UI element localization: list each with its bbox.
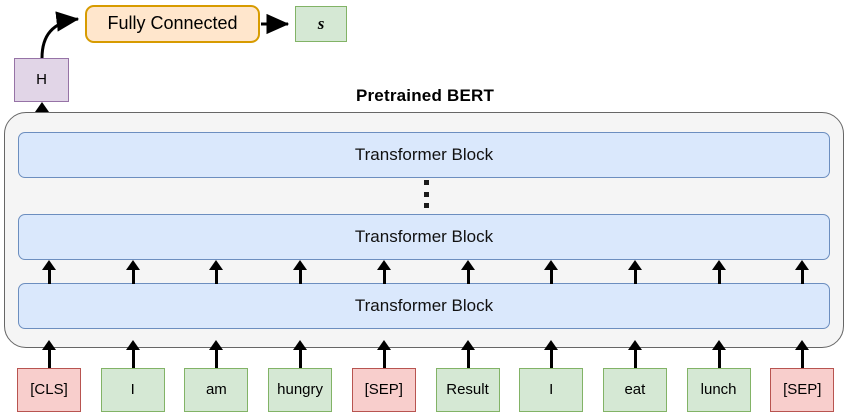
token-box[interactable]: eat [602,368,667,412]
token-box[interactable]: I [519,368,584,412]
token-box[interactable]: Result [435,368,500,412]
up-arrow-icon [125,260,140,284]
up-arrow-icon [460,260,475,284]
token-box[interactable]: [CLS] [17,368,81,412]
vertical-ellipsis-icon [421,180,431,208]
token-box[interactable]: I [100,368,165,412]
page-title: Pretrained BERT [355,86,495,105]
up-arrow-icon [627,340,642,369]
transformer-block-bottom[interactable]: Transformer Block [18,283,830,329]
up-arrow-icon [42,340,56,369]
up-arrow-icon [795,260,810,284]
up-arrow-icon [627,260,642,284]
transformer-block-top[interactable]: Transformer Block [18,132,830,178]
token-box[interactable]: am [184,368,249,412]
up-arrow-icon [42,260,56,284]
up-arrow-icon [460,340,475,369]
token-box[interactable]: hungry [268,368,333,412]
score-output-node[interactable]: s [295,6,347,42]
up-arrow-icon [209,260,224,284]
up-arrow-icon [376,260,391,284]
up-arrow-icon [376,340,391,369]
up-arrow-icon [544,260,559,284]
arrow-h-to-fully-connected [40,11,80,59]
up-arrow-icon [293,340,308,369]
up-arrow-icon [293,260,308,284]
fully-connected-node[interactable]: Fully Connected [85,5,260,43]
up-arrow-icon [125,340,140,369]
up-arrow-icon [711,260,726,284]
up-arrow-icon [795,340,810,369]
up-arrow-icon [544,340,559,369]
transformer-block-middle[interactable]: Transformer Block [18,214,830,260]
token-box[interactable]: [SEP] [351,368,416,412]
up-arrow-icon [711,340,726,369]
hidden-state-node[interactable]: H [14,58,69,102]
token-box[interactable]: lunch [686,368,751,412]
token-box[interactable]: [SEP] [770,368,835,412]
up-arrow-icon [209,340,224,369]
